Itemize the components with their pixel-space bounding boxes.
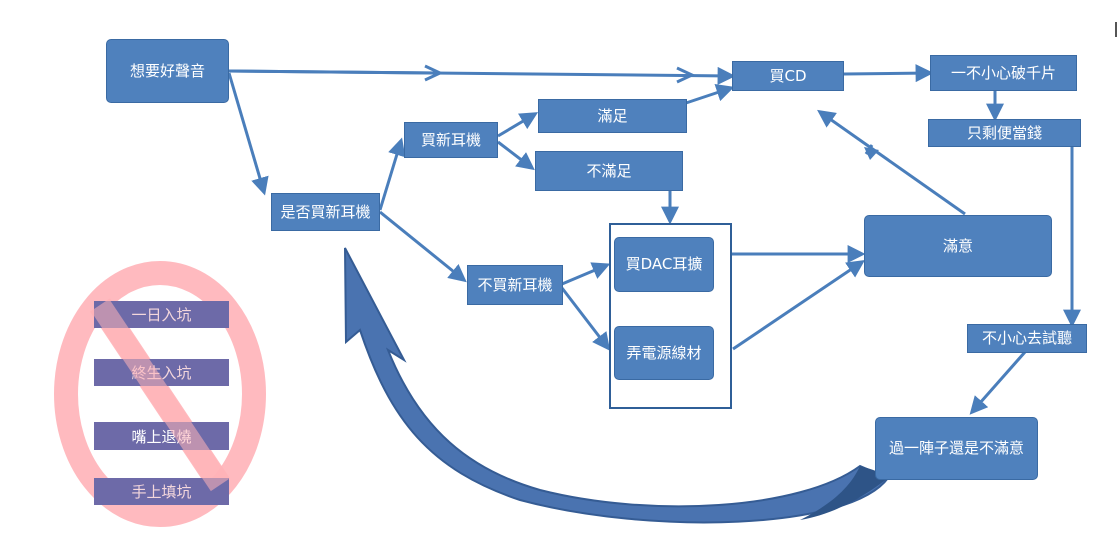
node-broke-cd: 一不小心破千片 (930, 55, 1077, 91)
arrowhead-mid-2 (676, 66, 696, 84)
big-return-arrow (344, 247, 890, 524)
arrowhead-mid-1 (424, 64, 444, 82)
arrow-audition-to-still (969, 351, 1027, 415)
node-buy-new-headphones: 買新耳機 (404, 122, 498, 158)
node-not-satisfied: 不滿足 (535, 151, 683, 191)
arrowhead-mid-fill (864, 147, 879, 160)
arrow-want-to-cd (228, 66, 736, 85)
arrow-cables-to-satisfied (732, 259, 865, 351)
node-tweak-power-cables: 弄電源線材 (614, 326, 714, 380)
legend-item-one-day: 一日入坑 (94, 301, 229, 328)
arrow-cd-to-broke (843, 64, 934, 83)
node-want-good-sound: 想要好聲音 (106, 39, 229, 103)
node-satisfied-2: 滿意 (864, 215, 1052, 277)
node-satisfied-1: 滿足 (538, 99, 687, 133)
arrow-satisfied-to-cd-back (817, 109, 966, 216)
arrow-want-to-whether (227, 72, 269, 196)
arrow-notbuy-to-cables (560, 287, 611, 351)
arrow-satisfied-to-cd (685, 84, 735, 105)
arrow-whether-to-buy (378, 137, 406, 211)
legend-item-lifetime: 終生入坑 (94, 359, 229, 386)
node-lunch-money: 只剩便當錢 (928, 119, 1081, 147)
node-buy-dac: 買DAC耳擴 (614, 237, 714, 292)
node-still-unsatisfied: 過一陣子還是不滿意 (875, 417, 1038, 480)
node-buy-cd: 買CD (732, 61, 844, 91)
arrow-buy-to-satisfied (497, 112, 539, 138)
upgrade-group-frame (609, 223, 732, 409)
legend-item-hands-fill: 手上填坑 (94, 478, 229, 505)
window-edge-mark (1115, 22, 1117, 37)
arrow-notbuy-to-dac (561, 262, 611, 286)
node-whether-buy-headphones: 是否買新耳機 (271, 193, 380, 231)
node-no-new-headphones: 不買新耳機 (467, 265, 563, 305)
arrow-whether-to-not-buy (379, 210, 467, 283)
node-accidental-audition: 不小心去試聽 (967, 324, 1087, 353)
big-return-arrow-shade (800, 466, 888, 520)
legend-item-verbal-quit: 嘴上退燒 (94, 422, 229, 450)
arrow-buy-to-unsatisfied (497, 140, 535, 171)
